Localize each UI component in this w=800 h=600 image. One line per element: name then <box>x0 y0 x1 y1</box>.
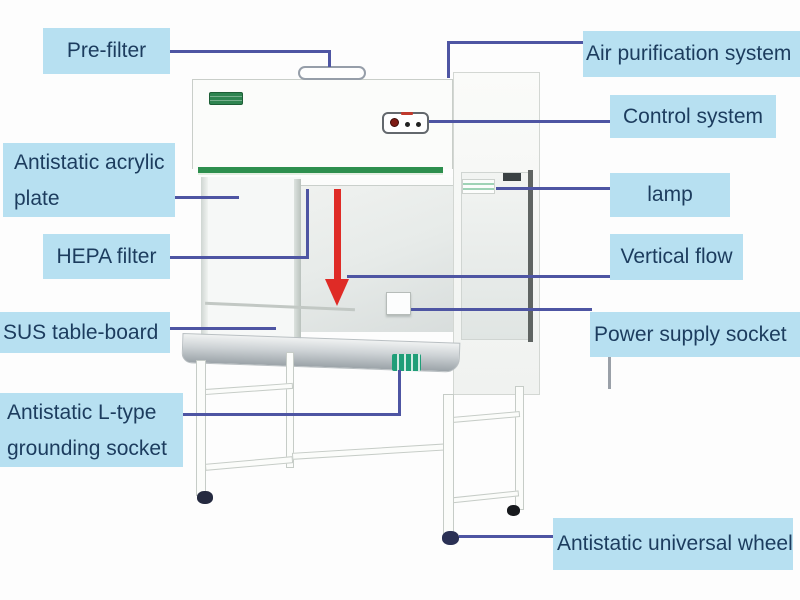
front-left-post <box>201 177 208 360</box>
label-lamp: lamp <box>610 173 730 217</box>
grounding-socket-connector-line <box>182 413 401 416</box>
wheel-right-front <box>442 531 459 545</box>
power-supply-socket-box <box>386 292 411 315</box>
vertical-flow-arrow-head <box>325 279 349 306</box>
label-control-system: Control system <box>610 95 776 138</box>
pre-filter-connector-line <box>170 50 331 53</box>
leg-right-front <box>443 394 454 535</box>
label-antistatic-acrylic-plate: Antistatic acrylic plate <box>3 143 175 217</box>
rail-left-upper <box>202 382 294 396</box>
label-vertical-flow: Vertical flow <box>610 234 743 280</box>
wheel-right-rear <box>507 505 520 516</box>
rear-corner-post <box>528 170 533 342</box>
power-socket-connector-line <box>411 308 592 311</box>
wheel-left-front <box>197 491 213 504</box>
rail-right-upper <box>451 411 521 423</box>
label-sus-table-board: SUS table-board <box>0 312 170 353</box>
front-green-strip <box>198 167 443 175</box>
label-pre-filter: Pre-filter <box>43 28 170 74</box>
lamp-connector-line <box>496 187 610 190</box>
vertical-flow-connector-line <box>347 275 610 278</box>
leg-left-front <box>196 360 206 496</box>
rail-left-lower <box>204 456 294 471</box>
wheel-connector-line <box>459 535 553 538</box>
rail-right-lower <box>448 490 520 504</box>
control-button-1 <box>405 122 410 127</box>
brand-badge <box>209 92 243 105</box>
air-purification-connector-line <box>447 41 583 44</box>
label-power-supply-socket: Power supply socket <box>590 312 800 357</box>
grounding-socket-connector-elbow <box>398 370 401 416</box>
vertical-flow-arrow <box>334 189 341 281</box>
acrylic-plate-connector-line <box>175 196 239 199</box>
control-button-2 <box>416 122 421 127</box>
power-indicator-dot <box>390 118 399 127</box>
control-panel-marking <box>401 112 413 115</box>
pre-filter-connector-elbow <box>328 50 331 67</box>
control-system-connector-line <box>429 120 610 123</box>
acrylic-plate-section <box>201 177 301 359</box>
hepa-diffuser-band <box>301 177 453 186</box>
lamp-fixture <box>503 173 521 181</box>
label-air-purification-system: Air purification system <box>583 31 800 77</box>
grounding-socket <box>392 354 421 371</box>
control-panel <box>382 112 429 134</box>
hepa-filter-connector-elbow <box>306 189 309 259</box>
sus-table-connector-line <box>170 327 276 330</box>
rail-rear-bottom <box>291 443 451 460</box>
hepa-filter-connector-line <box>170 256 309 259</box>
pre-filter-unit <box>298 66 366 80</box>
label-hepa-filter: HEPA filter <box>43 234 170 279</box>
side-window-right <box>461 172 531 340</box>
label-antistatic-universal-wheel: Antistatic universal wheel <box>553 518 793 570</box>
lamp-label-sticker <box>462 179 495 194</box>
air-purification-connector-elbow <box>447 41 450 78</box>
label-antistatic-l-type-grounding-socket: Antistatic L-type grounding socket <box>0 393 183 467</box>
leg-left-rear <box>286 352 294 468</box>
power-socket-connector-stub <box>608 355 611 389</box>
acrylic-plate-edge <box>294 179 301 347</box>
